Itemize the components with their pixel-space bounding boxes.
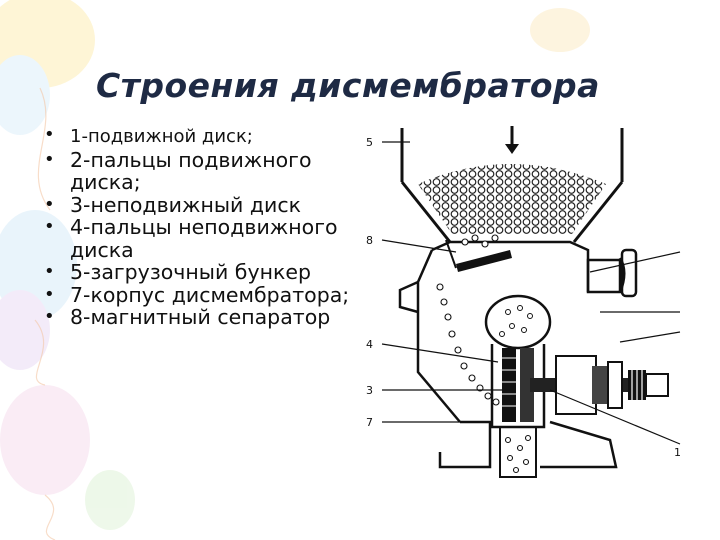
dismembrator-diagram: 5 8 4 3 7 1 — [366, 126, 681, 478]
bullet-icon: • — [44, 261, 55, 282]
particles — [436, 234, 500, 406]
list-item: •3-неподвижный диск — [44, 192, 302, 217]
list-item: •1-подвижной диск; — [44, 124, 253, 147]
feed-arrow — [505, 126, 519, 154]
component-list: •1-подвижной диск; •2-пальцы подвижного … — [40, 124, 360, 329]
rotor-assembly — [484, 294, 552, 429]
list-item: •2-пальцы подвижного диска; — [44, 147, 312, 194]
slide-title: Строения дисмембратора — [96, 66, 600, 105]
callout-label: 5 — [366, 136, 373, 149]
bullet-icon: • — [44, 124, 55, 145]
callout-lines — [381, 141, 681, 445]
bullet-icon: • — [44, 306, 55, 327]
housing — [398, 240, 638, 469]
callout-label: 7 — [366, 416, 373, 429]
list-item: •5-загрузочный бункер — [44, 260, 311, 284]
granular-material — [418, 184, 606, 234]
discharge-chute — [499, 427, 537, 478]
list-item: •8-магнитный сепаратор — [44, 305, 331, 329]
list-item: •7-корпус дисмембратора; — [44, 282, 350, 307]
hopper — [400, 128, 624, 243]
list-item: •4-пальцы неподвижного диска — [44, 215, 338, 262]
magnetic-separator — [445, 239, 512, 272]
callout-label: 3 — [366, 384, 373, 397]
bullet-icon: • — [44, 193, 55, 215]
bullet-icon: • — [44, 283, 55, 305]
callout-label: 1 — [674, 446, 681, 459]
shaft — [530, 355, 669, 415]
callout-label: 4 — [366, 338, 373, 351]
callout-label: 8 — [366, 234, 373, 247]
bullet-icon: • — [44, 216, 55, 237]
bullet-icon: • — [44, 148, 55, 170]
